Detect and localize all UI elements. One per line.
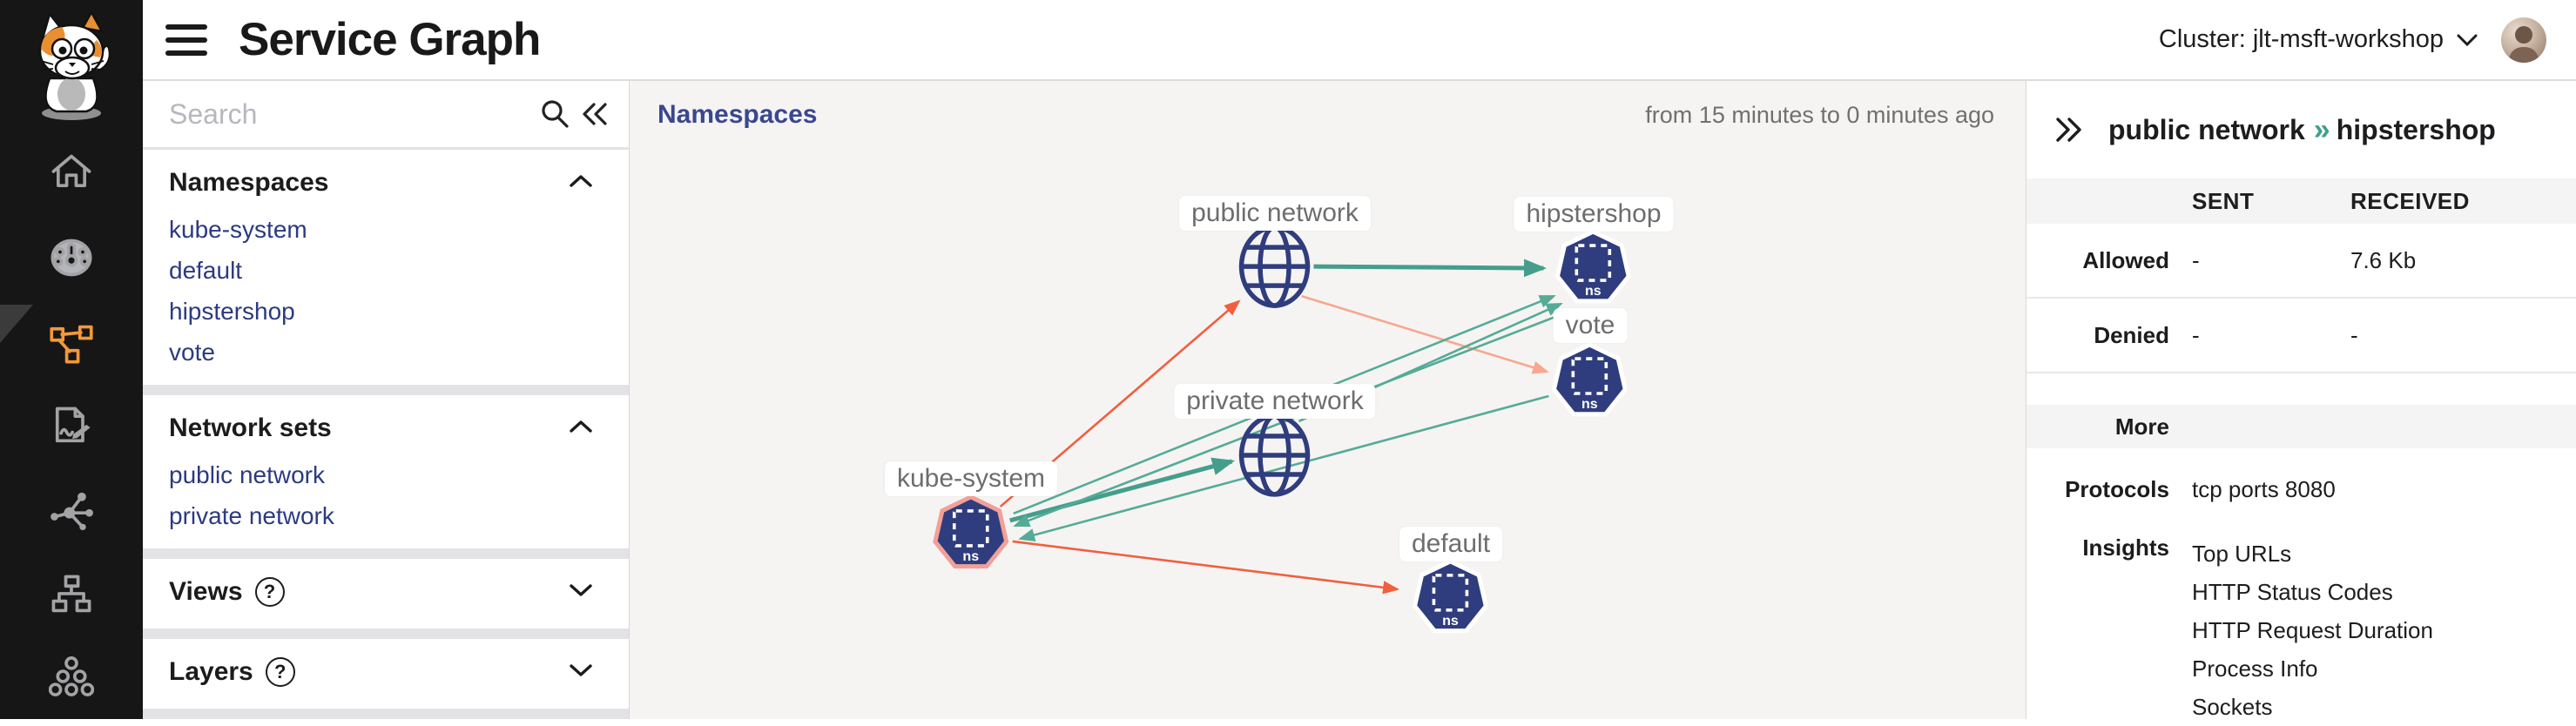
filter-link-public-network[interactable]: public network bbox=[169, 460, 325, 488]
section-title: Layers bbox=[169, 657, 253, 686]
insight-item-http-request-duration[interactable]: HTTP Request Duration bbox=[2192, 617, 2433, 643]
section-network-sets: Network sets public network private networ… bbox=[143, 395, 629, 548]
section-header[interactable]: Namespaces bbox=[143, 158, 629, 207]
protocols-label: Protocols bbox=[2065, 476, 2169, 502]
breadcrumb-source[interactable]: public network bbox=[2108, 113, 2305, 145]
insight-item-http-status-codes[interactable]: HTTP Status Codes bbox=[2192, 579, 2393, 605]
canvas-view-label: Namespaces bbox=[657, 100, 818, 129]
svg-text:ns: ns bbox=[1442, 614, 1459, 629]
section-title: Namespaces bbox=[169, 168, 329, 197]
sidebar-network-icon[interactable] bbox=[49, 488, 94, 534]
column-sent: SENT bbox=[2192, 187, 2255, 214]
traffic-row-denied: Denied-- bbox=[2026, 299, 2576, 373]
collapse-details-icon[interactable] bbox=[2051, 111, 2087, 148]
collapse-panel-icon[interactable] bbox=[575, 94, 615, 134]
top-bar: Service Graph Cluster: jlt-msft-workshop bbox=[143, 0, 2576, 81]
graph-svg: ns ns ns ns bbox=[933, 225, 1631, 634]
cluster-selector[interactable]: Cluster: jlt-msft-workshop bbox=[2159, 25, 2478, 54]
insights-label: Insights bbox=[2082, 534, 2169, 561]
sidebar-home-icon[interactable] bbox=[49, 150, 94, 195]
sidebar-dashboard-icon[interactable] bbox=[49, 235, 94, 280]
column-received: RECEIVED bbox=[2350, 187, 2470, 214]
protocols-row: Protocols tcp ports 8080 bbox=[2026, 476, 2576, 503]
traffic-row-allowed: Allowed- 7.6 Kb bbox=[2026, 224, 2576, 299]
sidebar-service-graph-icon[interactable] bbox=[49, 320, 94, 366]
insight-item-sockets[interactable]: Sockets bbox=[2192, 694, 2273, 720]
sidebar-clusters-icon[interactable] bbox=[48, 654, 95, 699]
page-title: Service Graph bbox=[239, 14, 541, 65]
graph-node-public-network[interactable] bbox=[1238, 225, 1311, 308]
section-layers: Layers? bbox=[143, 639, 629, 709]
svg-text:ns: ns bbox=[1585, 284, 1602, 299]
filter-link-private-network[interactable]: private network bbox=[169, 501, 334, 529]
graph-node-private-network[interactable] bbox=[1238, 413, 1311, 497]
section-header[interactable]: Views? bbox=[143, 568, 629, 616]
sent-value: - bbox=[2192, 246, 2200, 273]
breadcrumb: public network » hipstershop bbox=[2108, 113, 2496, 147]
active-item-wedge bbox=[0, 305, 33, 343]
graph-node-default[interactable]: ns bbox=[1412, 559, 1488, 634]
sidebar-hierarchy-icon[interactable] bbox=[49, 572, 94, 617]
breadcrumb-target[interactable]: hipstershop bbox=[2336, 113, 2496, 145]
section-title: Views bbox=[169, 577, 243, 606]
protocols-value: tcp ports 8080 bbox=[2192, 476, 2336, 502]
panel-sections: Namespaces kube-system default hipstershop v… bbox=[143, 150, 629, 719]
section-header[interactable]: Network sets bbox=[143, 404, 629, 453]
graph-edge-kube-system-to-public-network[interactable] bbox=[999, 299, 1241, 508]
received-value: 7.6 Kb bbox=[2350, 246, 2417, 273]
avatar[interactable] bbox=[2501, 17, 2546, 63]
filter-link-hipstershop[interactable]: hipstershop bbox=[169, 297, 295, 325]
chevron-up-icon[interactable] bbox=[568, 418, 594, 440]
time-range-label: from 15 minutes to 0 minutes ago bbox=[1645, 102, 1994, 128]
hamburger-menu-icon[interactable] bbox=[165, 24, 207, 56]
search-input[interactable] bbox=[169, 81, 535, 147]
graph-edge-public-network-to-vote[interactable] bbox=[1301, 294, 1549, 374]
sidebar-policies-icon[interactable] bbox=[49, 403, 94, 448]
section-header[interactable]: Layers? bbox=[143, 648, 629, 696]
breadcrumb-separator-icon: » bbox=[2313, 112, 2330, 146]
graph-edge-kube-system-to-default[interactable] bbox=[1012, 540, 1400, 595]
calico-cat-logo bbox=[6, 3, 137, 125]
section-title: Network sets bbox=[169, 413, 332, 442]
cluster-label: Cluster: jlt-msft-workshop bbox=[2158, 25, 2444, 53]
svg-text:ns: ns bbox=[1581, 397, 1598, 412]
chevron-down-icon bbox=[2457, 34, 2478, 46]
graph-node-vote[interactable]: ns bbox=[1551, 342, 1628, 417]
help-icon[interactable]: ? bbox=[254, 577, 285, 607]
filter-link-kube-system[interactable]: kube-system bbox=[169, 215, 307, 243]
received-value: - bbox=[2350, 321, 2358, 348]
section-namespaces: Namespaces kube-system default hipstershop v… bbox=[143, 150, 629, 385]
graph-node-kube-system[interactable]: ns bbox=[933, 494, 1009, 569]
graph-node-hipstershop[interactable]: ns bbox=[1554, 229, 1631, 304]
icon-sidebar bbox=[0, 0, 143, 719]
graph-filter-panel: Namespaces kube-system default hipstershop v… bbox=[143, 81, 629, 719]
row-label: Denied bbox=[2094, 321, 2169, 348]
chevron-up-icon[interactable] bbox=[568, 172, 594, 194]
graph-edge-vote-to-kube-system[interactable] bbox=[1018, 394, 1549, 541]
graph-edge-public-network-to-hipstershop[interactable] bbox=[1313, 259, 1547, 278]
chevron-down-icon[interactable] bbox=[568, 662, 594, 683]
row-label: Allowed bbox=[2082, 246, 2169, 273]
filter-link-vote[interactable]: vote bbox=[169, 338, 215, 366]
flow-details-panel: public network » hipstershop SENT RECEIV… bbox=[2026, 81, 2576, 720]
search-bar bbox=[143, 81, 629, 147]
insight-item-top-urls[interactable]: Top URLs bbox=[2192, 541, 2292, 567]
svg-text:ns: ns bbox=[962, 549, 979, 564]
sent-value: - bbox=[2192, 321, 2200, 348]
traffic-table-header: SENT RECEIVED bbox=[2026, 178, 2576, 224]
help-icon[interactable]: ? bbox=[265, 657, 295, 687]
more-section-header: More bbox=[2026, 405, 2576, 448]
section-views: Views? bbox=[143, 559, 629, 629]
search-icon[interactable] bbox=[535, 94, 575, 134]
graph-edge-kube-system-to-private-network[interactable] bbox=[1009, 457, 1236, 523]
insight-item-process-info[interactable]: Process Info bbox=[2192, 655, 2318, 682]
more-title: More bbox=[2114, 413, 2169, 440]
filter-link-default[interactable]: default bbox=[169, 256, 243, 284]
chevron-down-icon[interactable] bbox=[568, 581, 594, 603]
